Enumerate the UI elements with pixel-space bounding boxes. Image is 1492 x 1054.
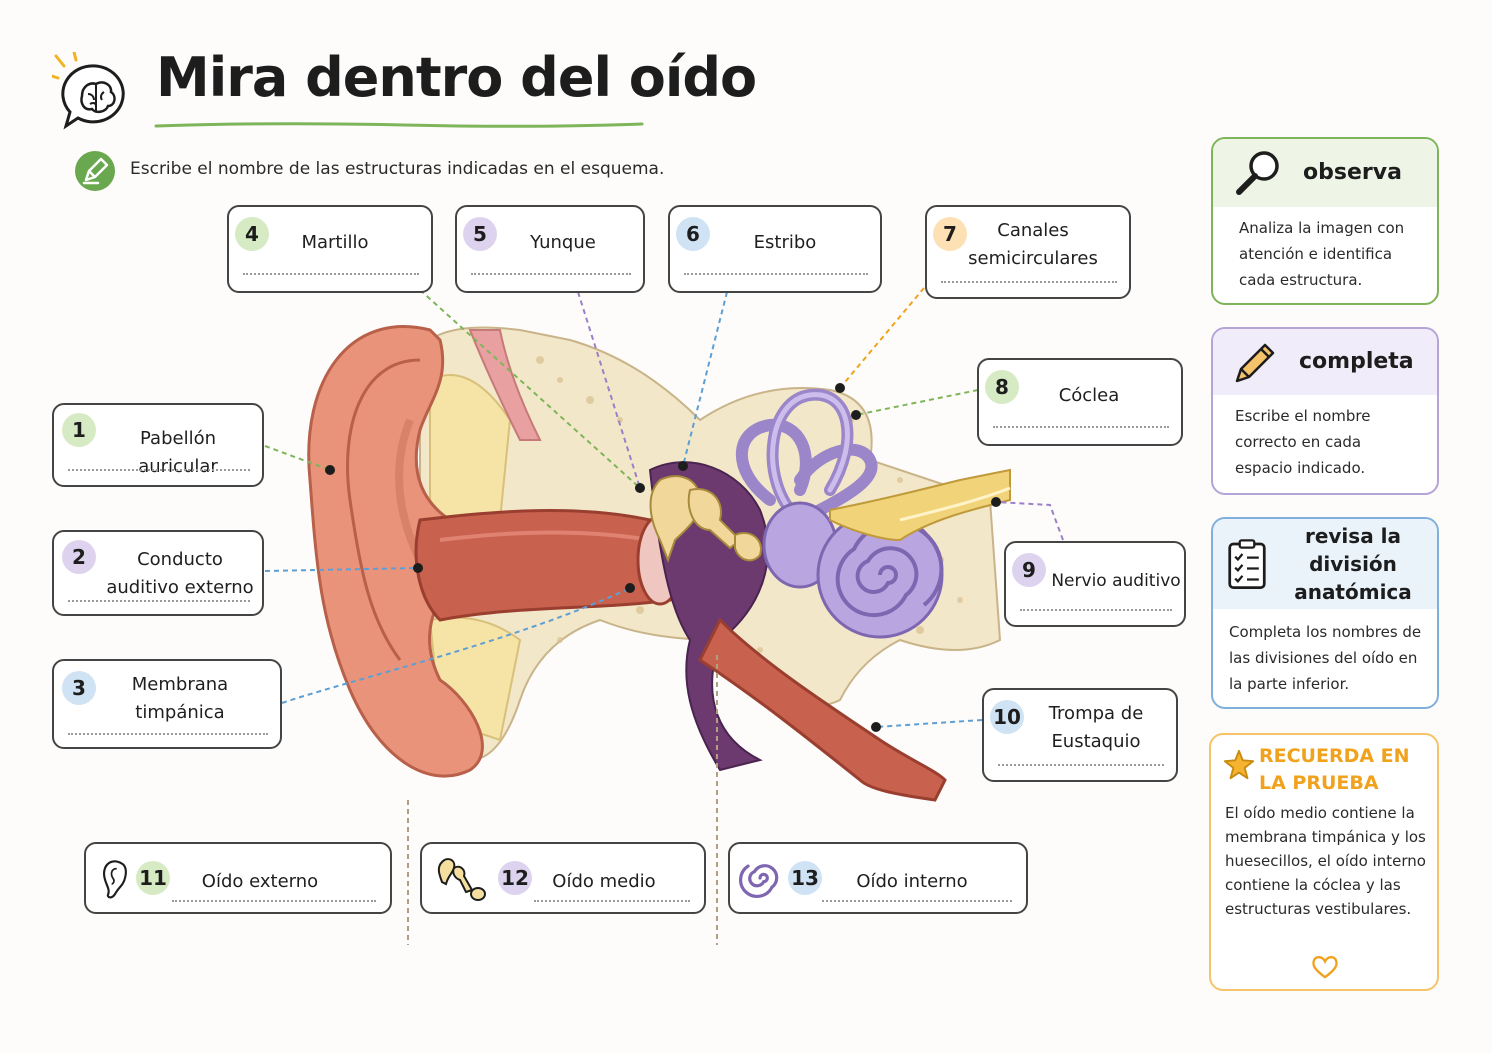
answer-line[interactable] xyxy=(1020,609,1172,611)
observe-title: observa xyxy=(1303,160,1402,185)
title-underline xyxy=(154,122,644,128)
observe-card: observa Analiza la imagen con atención e… xyxy=(1211,137,1439,305)
label-text: Estribo xyxy=(753,232,817,253)
page-title: Mira dentro del oído xyxy=(156,46,757,109)
number-badge: 1 xyxy=(62,413,96,447)
answer-line[interactable] xyxy=(993,426,1169,428)
label-text: Nervio auditivo xyxy=(1051,571,1181,591)
label-box-10: 10 Trompa de Eustaquio xyxy=(982,688,1178,782)
clipboard-icon xyxy=(1228,539,1266,589)
number-badge: 3 xyxy=(62,671,96,705)
observe-text: Analiza la imagen con atención e identif… xyxy=(1239,219,1405,289)
label-box-5: 5 Yunque xyxy=(455,205,645,293)
pinna-shape xyxy=(307,325,484,778)
number-badge: 11 xyxy=(136,861,170,895)
label-box-6: 6 Estribo xyxy=(668,205,882,293)
middle-ear-cavity xyxy=(648,461,769,772)
label-text: Pabellón auricular xyxy=(138,428,218,477)
eustachian-tube-shape xyxy=(698,617,947,802)
star-icon xyxy=(1223,749,1255,780)
label-text: Membrana timpánica xyxy=(131,674,229,723)
label-box-7: 7 Canales semicirculares xyxy=(925,205,1131,299)
label-box-2: 2 Conducto auditivo externo xyxy=(52,530,264,616)
label-text: Trompa de Eustaquio xyxy=(1048,703,1144,752)
number-badge: 13 xyxy=(788,861,822,895)
label-box-8: 8 Cóclea xyxy=(977,358,1183,446)
cochlea-shape xyxy=(816,511,944,639)
number-badge: 10 xyxy=(990,700,1024,734)
number-badge: 4 xyxy=(235,217,269,251)
magnifier-icon xyxy=(1236,151,1279,195)
division-box-middle: 12 Oído medio xyxy=(420,842,706,914)
answer-line[interactable] xyxy=(172,900,376,902)
auditory-nerve-shape xyxy=(829,468,1011,542)
review-text: Completa los nombres de las divisiones d… xyxy=(1229,623,1422,693)
ear-canal-shape xyxy=(414,509,672,622)
reminder-text: El oído medio contiene la membrana timpá… xyxy=(1225,804,1426,918)
answer-line[interactable] xyxy=(534,900,690,902)
number-badge: 12 xyxy=(498,861,532,895)
number-badge: 9 xyxy=(1012,553,1046,587)
division-label: Oído externo xyxy=(201,871,319,892)
number-badge: 7 xyxy=(933,217,967,251)
division-box-external: 11 Oído externo xyxy=(84,842,392,914)
number-badge: 8 xyxy=(985,370,1019,404)
semicircular-canals xyxy=(735,388,878,526)
review-card: revisa la división anatómica Completa lo… xyxy=(1211,517,1439,709)
label-box-3: 3 Membrana timpánica xyxy=(52,659,282,749)
label-box-4: 4 Martillo xyxy=(227,205,433,293)
reminder-title: RECUERDA EN LA PRUEBA xyxy=(1259,745,1410,794)
answer-line[interactable] xyxy=(822,900,1012,902)
number-badge: 2 xyxy=(62,540,96,574)
label-text: Martillo xyxy=(301,232,369,253)
ear-icon xyxy=(103,860,127,899)
temporal-bone xyxy=(419,326,1002,762)
pencil-icon xyxy=(1235,343,1275,383)
ossicles-icon xyxy=(437,858,486,901)
reminder-card: RECUERDA EN LA PRUEBA El oído medio cont… xyxy=(1209,733,1439,991)
answer-line[interactable] xyxy=(941,281,1117,283)
complete-card: completa Escribe el nombre correcto en c… xyxy=(1211,327,1439,495)
pencil-icon xyxy=(75,151,115,191)
division-box-internal: 13 Oído interno xyxy=(728,842,1028,914)
division-label: Oído interno xyxy=(856,871,968,892)
label-text: Conducto auditivo externo xyxy=(106,549,254,598)
answer-line[interactable] xyxy=(471,273,631,275)
division-label: Oído medio xyxy=(552,871,656,892)
brain-speech-bubble-icon xyxy=(52,52,125,130)
answer-line[interactable] xyxy=(68,469,250,471)
number-badge: 5 xyxy=(463,217,497,251)
cochlea-icon xyxy=(739,864,779,898)
answer-line[interactable] xyxy=(684,273,868,275)
label-box-1: 1 Pabellón auricular xyxy=(52,403,264,487)
heart-icon xyxy=(1312,956,1338,979)
label-text: Canales semicirculares xyxy=(968,220,1098,269)
label-box-9: 9 Nervio auditivo xyxy=(1004,541,1186,627)
label-text: Cóclea xyxy=(1058,385,1120,406)
complete-title: completa xyxy=(1299,349,1414,374)
answer-line[interactable] xyxy=(68,600,250,602)
answer-line[interactable] xyxy=(998,764,1164,766)
instruction-text: Escribe el nombre de las estructuras ind… xyxy=(130,159,665,179)
review-title: revisa la división anatómica xyxy=(1294,524,1412,604)
number-badge: 6 xyxy=(676,217,710,251)
answer-line[interactable] xyxy=(68,733,268,735)
complete-text: Escribe el nombre correcto en cada espac… xyxy=(1235,407,1371,477)
ossicles xyxy=(649,475,762,563)
answer-line[interactable] xyxy=(243,273,419,275)
label-text: Yunque xyxy=(530,232,596,253)
